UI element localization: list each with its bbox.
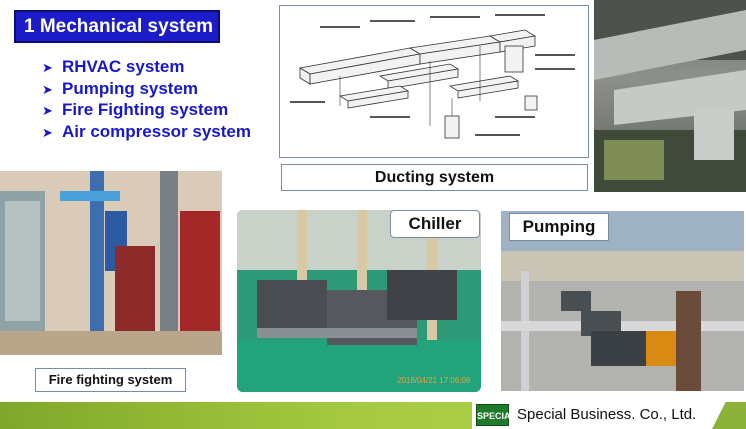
chiller-photo-art bbox=[237, 210, 481, 392]
ducting-caption: Ducting system bbox=[281, 164, 588, 191]
slide-title: 1 Mechanical system bbox=[14, 10, 220, 43]
chiller-photo: 2018/04/21 17:06:06 bbox=[237, 210, 481, 392]
list-item: ➤ Fire Fighting system bbox=[42, 100, 251, 122]
arrow-bullet-icon: ➤ bbox=[42, 103, 53, 118]
chiller-caption: Chiller bbox=[390, 210, 480, 238]
list-item: ➤ RHVAC system bbox=[42, 57, 251, 79]
footer-company-area bbox=[472, 402, 746, 429]
pumping-photo bbox=[501, 211, 744, 391]
company-name: Special Business. Co., Ltd. bbox=[517, 406, 697, 423]
fire-fighting-caption: Fire fighting system bbox=[35, 368, 186, 392]
systems-list: ➤ RHVAC system ➤ Pumping system ➤ Fire Figh… bbox=[42, 57, 251, 143]
ducting-photo bbox=[594, 0, 746, 192]
fire-fighting-photo-art bbox=[0, 171, 222, 355]
ducting-diagram bbox=[279, 5, 589, 158]
fire-fighting-caption-text: Fire fighting system bbox=[48, 372, 173, 387]
slide-title-text: 1 Mechanical system bbox=[24, 16, 214, 37]
fire-fighting-photo bbox=[0, 171, 222, 355]
company-logo-text: SPECIAL bbox=[477, 411, 517, 421]
list-item: ➤ Pumping system bbox=[42, 79, 251, 101]
list-item-label: Fire Fighting system bbox=[62, 100, 229, 119]
arrow-bullet-icon: ➤ bbox=[42, 124, 53, 140]
list-item: ➤ Air compressor system bbox=[42, 122, 251, 144]
photo-timestamp: 2018/04/21 17:06:06 bbox=[397, 376, 471, 385]
list-item-label: RHVAC system bbox=[62, 57, 185, 76]
pumping-caption: Pumping bbox=[509, 213, 609, 241]
ducting-caption-text: Ducting system bbox=[374, 169, 495, 186]
ducting-photo-art bbox=[594, 0, 746, 192]
pumping-caption-text: Pumping bbox=[522, 217, 596, 236]
list-item-label: Pumping system bbox=[62, 78, 199, 98]
company-logo: SPECIAL bbox=[476, 404, 516, 426]
ducting-drawing bbox=[290, 14, 575, 139]
pumping-photo-art bbox=[501, 211, 744, 391]
chiller-caption-text: Chiller bbox=[408, 214, 462, 233]
arrow-bullet-icon: ➤ bbox=[42, 60, 53, 75]
list-item-label: Air compressor system bbox=[62, 121, 251, 141]
arrow-bullet-icon: ➤ bbox=[42, 81, 53, 97]
